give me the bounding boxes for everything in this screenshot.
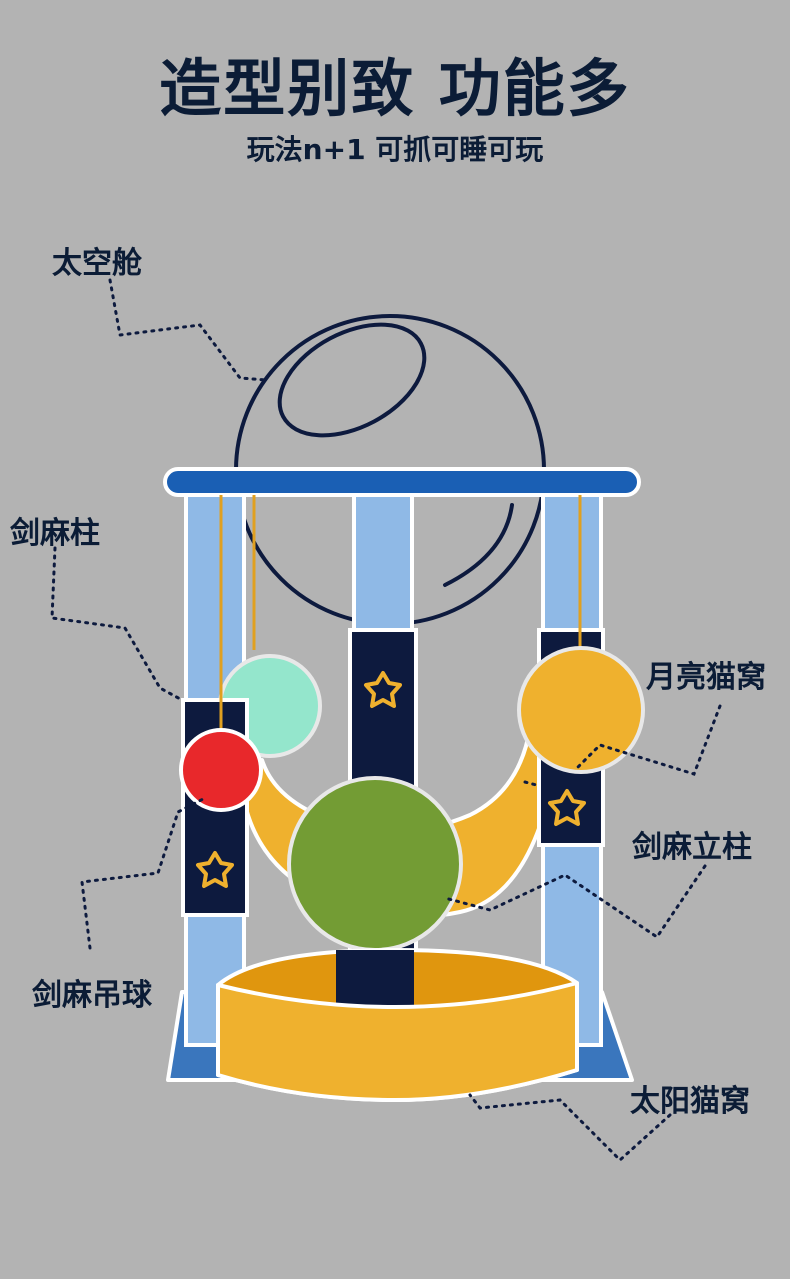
label-sun-nest: 太阳猫窝 [630,1084,750,1119]
leader-hanging-ball [80,796,207,950]
label-sisal-post: 剑麻柱 [10,516,100,551]
star-icon [548,789,586,826]
page-subtitle: 玩法n+1 可抓可睡可玩 [246,133,544,166]
sisal-hanging-ball [179,728,263,812]
top-bar [163,467,641,497]
star-icon [196,851,234,888]
leader-sisal-post [50,546,184,702]
leader-sun-nest [468,1093,672,1163]
green-ball [287,776,463,952]
leader-space-capsule [108,278,268,382]
leader-crescent [523,780,542,788]
star-icon [364,671,402,708]
label-space-capsule: 太空舱 [52,246,142,281]
label-sisal-standing-post: 剑麻立柱 [632,830,752,865]
page-title: 造型别致 功能多 [159,52,631,125]
leader-lines [50,278,722,1163]
label-moon-nest: 月亮猫窝 [646,660,766,695]
sun-nest [216,948,579,1102]
moon-nest-ball [517,646,645,774]
leader-moon-nest [573,704,722,776]
leader-standing-post [443,864,707,940]
label-sisal-hanging-ball: 剑麻吊球 [32,978,152,1013]
